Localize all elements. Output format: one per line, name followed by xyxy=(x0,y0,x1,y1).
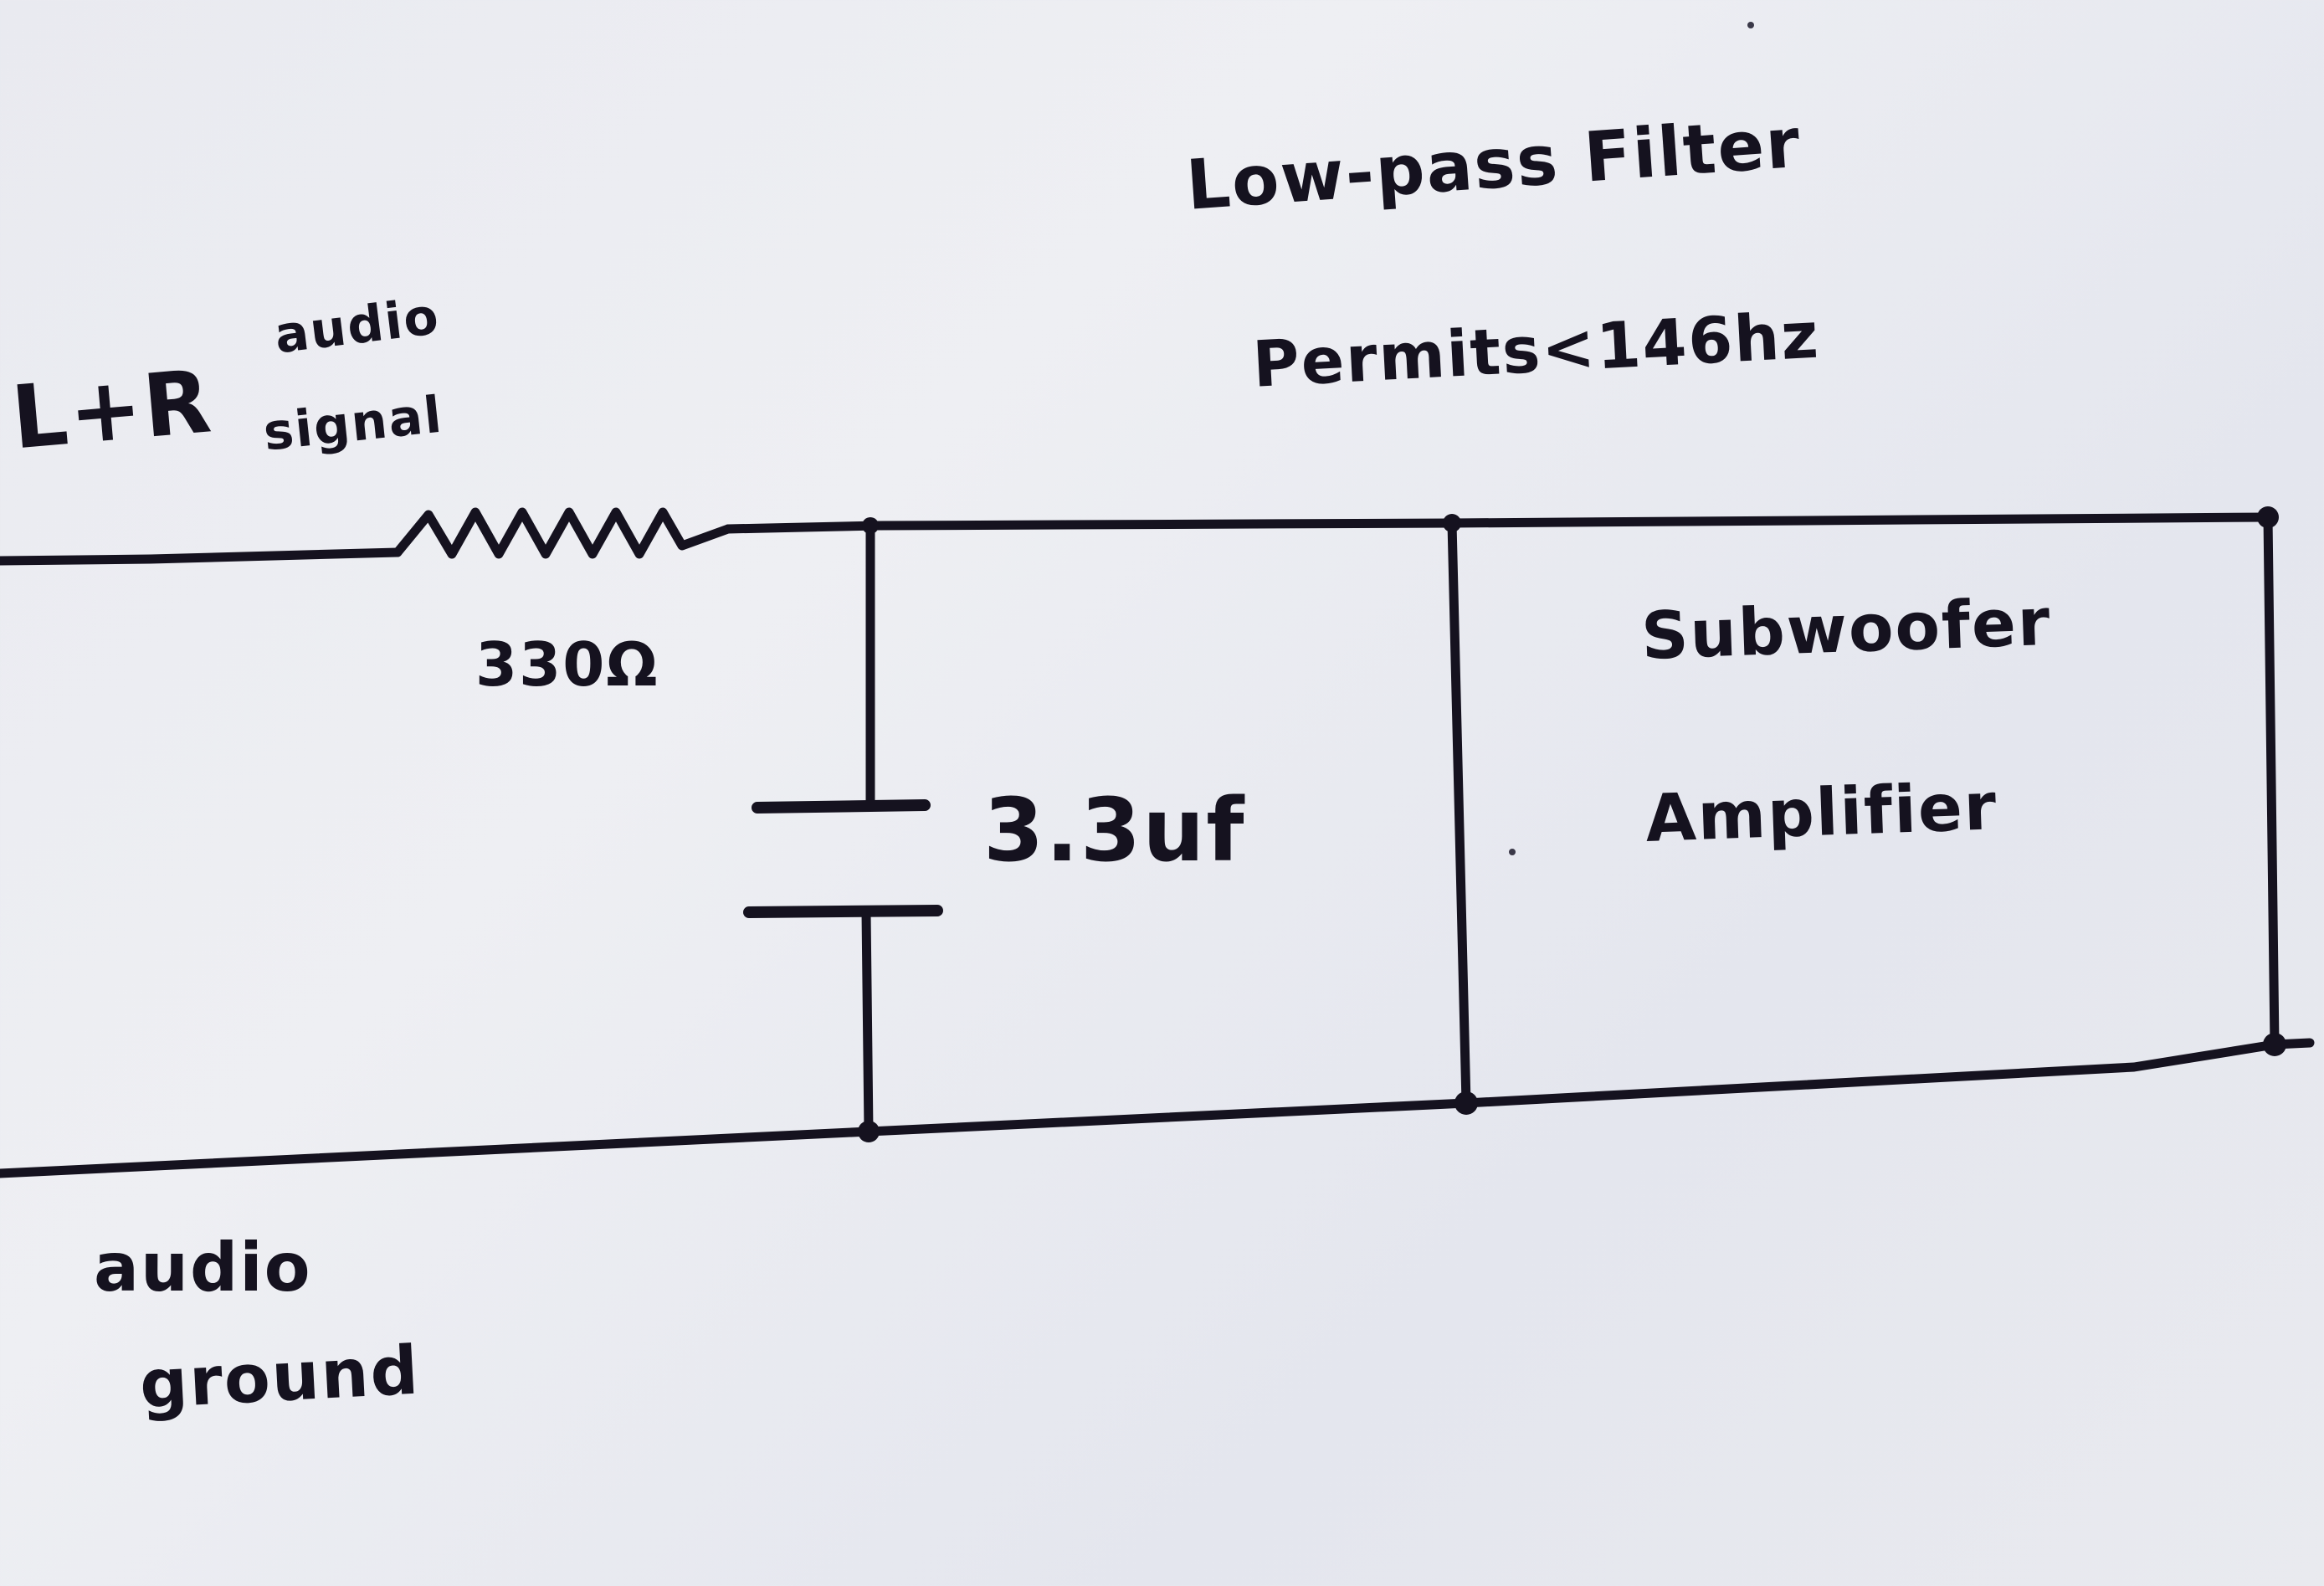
input-wire xyxy=(0,547,403,566)
capacitor-lead-bottom xyxy=(861,907,874,1137)
junction-dot xyxy=(858,1121,880,1142)
junction-dot xyxy=(2263,1033,2286,1056)
junction-dot xyxy=(2257,506,2279,528)
junction-dot xyxy=(1443,514,1461,532)
resistor-symbol xyxy=(392,507,733,559)
junction-dot xyxy=(862,517,879,534)
source-label-channels: L+R xyxy=(8,350,217,470)
capacitor-plate-bottom xyxy=(743,905,943,918)
ground-label-ground: ground xyxy=(137,1331,422,1424)
amp-bottom-wire xyxy=(1461,1038,2315,1108)
amp-left-wire xyxy=(1447,518,1471,1108)
ground-wire xyxy=(0,1098,1471,1178)
ground-label-audio: audio xyxy=(94,1229,312,1306)
load-label-subwoofer: Subwoofer xyxy=(1639,584,2053,675)
capacitor-plate-top xyxy=(752,799,931,814)
capacitor-value: 3.3uf xyxy=(983,779,1246,881)
resistor-value: 330Ω xyxy=(475,629,659,700)
stray-mark xyxy=(1747,22,1754,28)
amp-right-wire xyxy=(2263,512,2280,1050)
stray-mark xyxy=(1509,849,1516,855)
junction-dot xyxy=(1454,1091,1478,1115)
load-label-amplifier: Amplifier xyxy=(1644,769,1999,857)
top-wire xyxy=(723,512,2273,534)
